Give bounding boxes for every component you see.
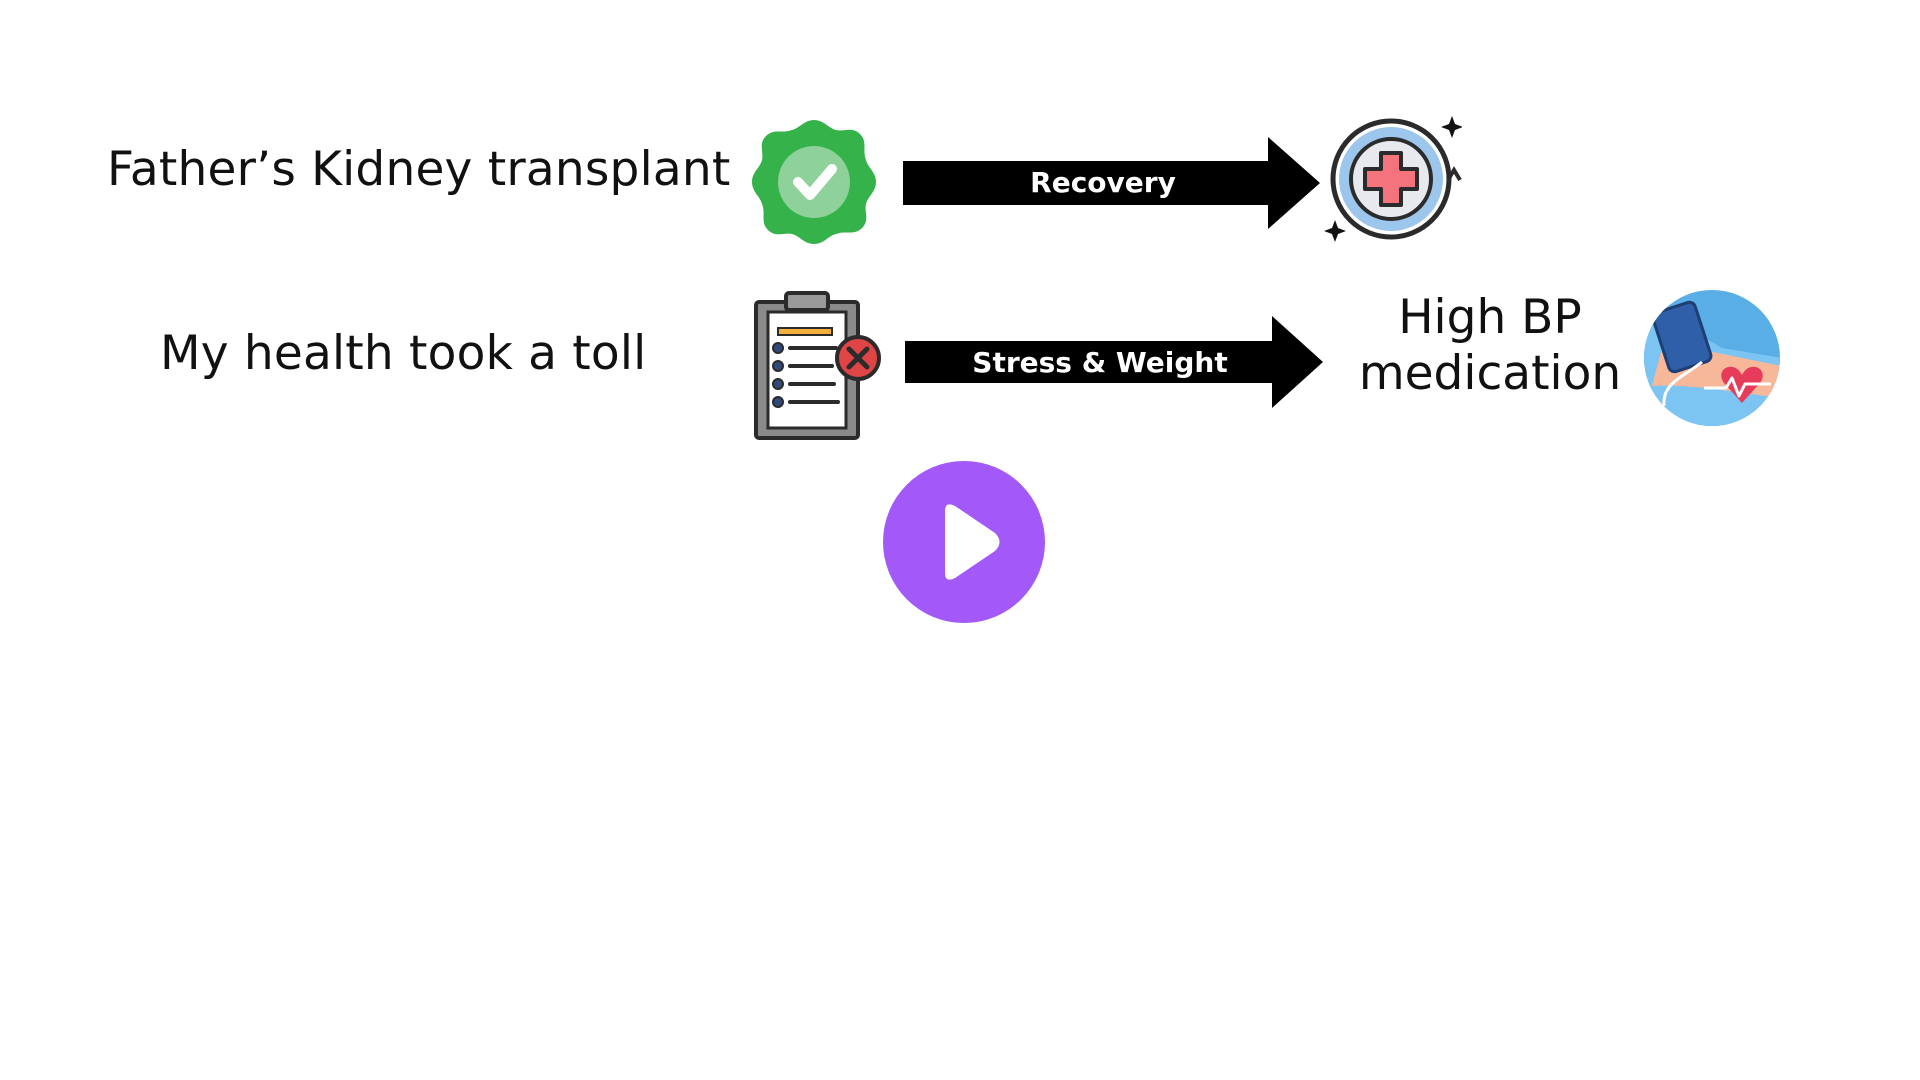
check-badge-icon [752,120,876,244]
row2-label: My health took a toll [160,326,647,381]
arrow-recovery: Recovery [903,137,1320,229]
arrow-recovery-label: Recovery [1030,166,1176,199]
arrow-stress-weight-label: Stress & Weight [972,346,1227,379]
arrow-stress-weight: Stress & Weight [905,316,1323,408]
clipboard-x-icon [754,291,881,440]
play-icon [945,504,1000,580]
play-button[interactable] [883,461,1045,623]
blood-pressure-monitor-icon [1644,290,1780,426]
row1-label: Father’s Kidney transplant [107,142,731,197]
medical-cross-icon [1324,116,1462,242]
